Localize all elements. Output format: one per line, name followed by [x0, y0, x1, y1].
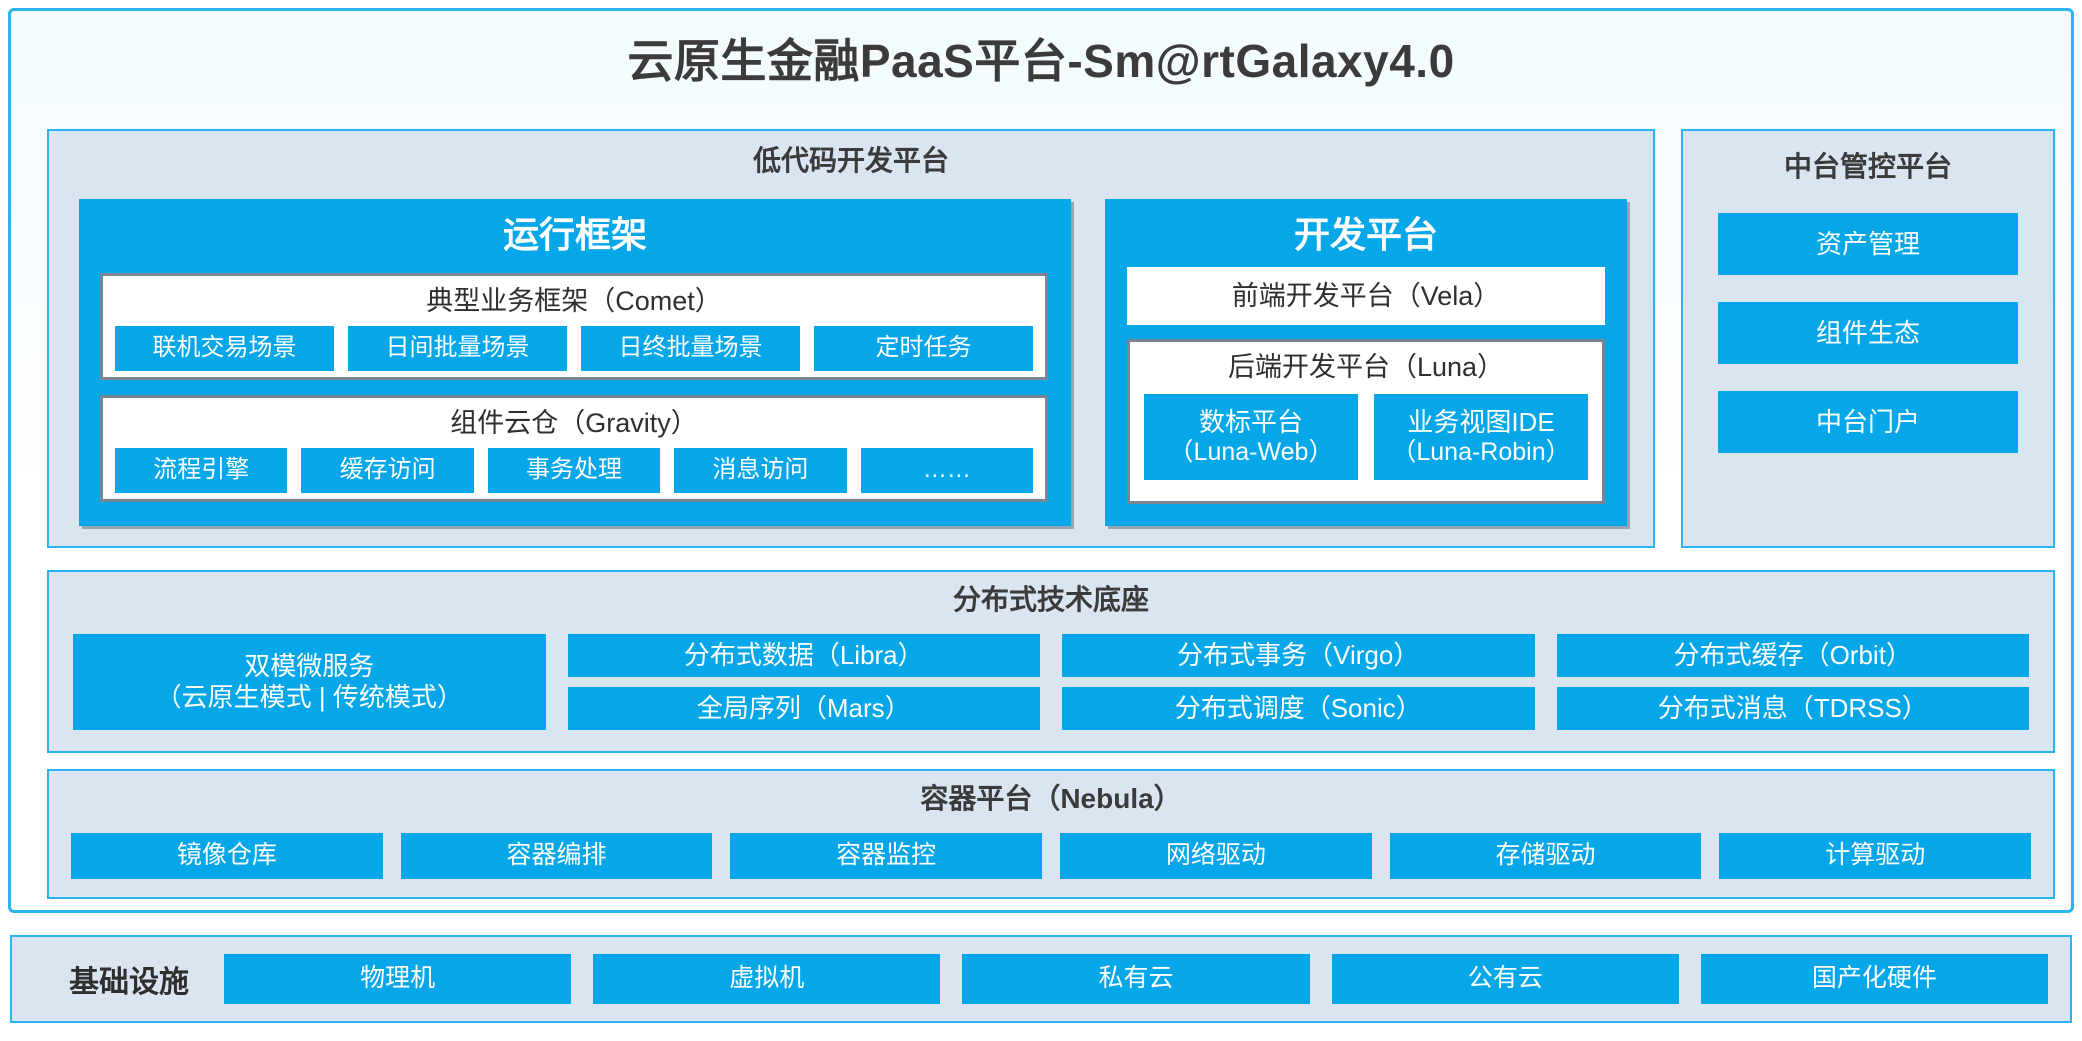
container-items: 镜像仓库 容器编排 容器监控 网络驱动 存储驱动 计算驱动 — [71, 833, 2032, 879]
luna-item-web[interactable]: 数标平台 （Luna-Web） — [1144, 394, 1358, 480]
luna-item-web-line2: （Luna-Web） — [1168, 437, 1334, 466]
runtime-framework-block: 运行框架 典型业务框架（Comet） 联机交易场景 日间批量场景 日终批量场景 … — [79, 199, 1071, 526]
midoffice-item-component[interactable]: 组件生态 — [1718, 302, 2018, 364]
tech-item-orbit[interactable]: 分布式缓存（Orbit） — [1556, 634, 2029, 677]
lowcode-platform-panel: 低代码开发平台 运行框架 典型业务框架（Comet） 联机交易场景 日间批量场景… — [47, 129, 1655, 548]
container-item-orchestration[interactable]: 容器编排 — [400, 833, 713, 879]
tech-item-microservice-line2: （云原生模式 | 传统模式） — [155, 682, 463, 712]
comet-title: 典型业务框架（Comet） — [426, 286, 722, 316]
container-item-network-driver[interactable]: 网络驱动 — [1060, 833, 1372, 879]
platform-card: 云原生金融PaaS平台-Sm@rtGalaxy4.0 低代码开发平台 运行框架 … — [8, 8, 2074, 913]
luna-item-robin-line1: 业务视图IDE — [1407, 406, 1555, 437]
infrastructure-label: 基础设施 — [69, 966, 189, 999]
tech-column-3: 分布式缓存（Orbit） 分布式消息（TDRSS） — [1556, 634, 2029, 730]
midoffice-items: 资产管理 组件生态 中台门户 — [1718, 213, 2018, 453]
gravity-item-more[interactable]: …… — [860, 448, 1034, 493]
container-platform-panel: 容器平台（Nebula） 镜像仓库 容器编排 容器监控 网络驱动 存储驱动 计算… — [47, 769, 2055, 899]
comet-item[interactable]: 日终批量场景 — [581, 326, 800, 371]
gravity-item[interactable]: 缓存访问 — [301, 448, 474, 493]
comet-box: 典型业务框架（Comet） 联机交易场景 日间批量场景 日终批量场景 定时任务 — [100, 273, 1048, 380]
development-platform-block: 开发平台 前端开发平台（Vela） 后端开发平台（Luna） 数标平台 （Lun… — [1105, 199, 1627, 526]
container-item-compute-driver[interactable]: 计算驱动 — [1719, 833, 2032, 879]
luna-item-robin[interactable]: 业务视图IDE （Luna-Robin） — [1374, 394, 1588, 480]
vela-title: 前端开发平台（Vela） — [1231, 280, 1501, 311]
midoffice-platform-panel: 中台管控平台 资产管理 组件生态 中台门户 — [1681, 129, 2055, 548]
container-item-monitoring[interactable]: 容器监控 — [730, 833, 1043, 879]
tech-item-sonic[interactable]: 分布式调度（Sonic） — [1062, 687, 1535, 730]
luna-title: 后端开发平台（Luna） — [1227, 352, 1505, 382]
luna-item-web-line1: 数标平台 — [1198, 406, 1303, 437]
midoffice-platform-title: 中台管控平台 — [1783, 151, 1952, 182]
midoffice-item-portal[interactable]: 中台门户 — [1718, 391, 2018, 453]
comet-item[interactable]: 日间批量场景 — [348, 326, 567, 371]
comet-item[interactable]: 联机交易场景 — [115, 326, 334, 371]
infra-item-private-cloud[interactable]: 私有云 — [962, 954, 1310, 1004]
lowcode-platform-title: 低代码开发平台 — [752, 145, 949, 176]
infra-item-domestic-hardware[interactable]: 国产化硬件 — [1700, 954, 2049, 1004]
tech-item-microservice-line1: 双模微服务 — [244, 651, 375, 682]
tech-item-libra[interactable]: 分布式数据（Libra） — [567, 634, 1040, 677]
runtime-framework-title: 运行框架 — [502, 214, 647, 255]
comet-items: 联机交易场景 日间批量场景 日终批量场景 定时任务 — [115, 326, 1033, 371]
luna-item-robin-line2: （Luna-Robin） — [1391, 437, 1571, 466]
distributed-tech-panel: 分布式技术底座 双模微服务 （云原生模式 | 传统模式） 分布式数据（Libra… — [47, 570, 2055, 753]
midoffice-item-asset[interactable]: 资产管理 — [1718, 213, 2018, 275]
container-platform-title: 容器平台（Nebula） — [920, 783, 1182, 814]
infra-item-physical[interactable]: 物理机 — [224, 954, 572, 1004]
gravity-item[interactable]: 消息访问 — [674, 448, 847, 493]
gravity-box: 组件云仓（Gravity） 流程引擎 缓存访问 事务处理 消息访问 …… — [100, 395, 1048, 502]
vela-box[interactable]: 前端开发平台（Vela） — [1127, 267, 1605, 325]
gravity-item[interactable]: 流程引擎 — [115, 448, 288, 493]
container-item-registry[interactable]: 镜像仓库 — [71, 833, 383, 879]
gravity-item[interactable]: 事务处理 — [487, 448, 661, 493]
distributed-tech-title: 分布式技术底座 — [952, 584, 1149, 615]
tech-column-1: 分布式数据（Libra） 全局序列（Mars） — [567, 634, 1040, 730]
infra-item-virtual[interactable]: 虚拟机 — [593, 954, 941, 1004]
development-platform-title: 开发平台 — [1293, 214, 1438, 255]
tech-item-microservice[interactable]: 双模微服务 （云原生模式 | 传统模式） — [73, 634, 546, 730]
distributed-tech-grid: 双模微服务 （云原生模式 | 传统模式） 分布式数据（Libra） 全局序列（M… — [73, 634, 2029, 730]
luna-items: 数标平台 （Luna-Web） 业务视图IDE （Luna-Robin） — [1144, 394, 1588, 480]
comet-item[interactable]: 定时任务 — [814, 326, 1033, 371]
tech-column-2: 分布式事务（Virgo） 分布式调度（Sonic） — [1062, 634, 1535, 730]
tech-column-microservice: 双模微服务 （云原生模式 | 传统模式） — [73, 634, 546, 730]
tech-item-virgo[interactable]: 分布式事务（Virgo） — [1062, 634, 1535, 677]
page-title: 云原生金融PaaS平台-Sm@rtGalaxy4.0 — [627, 35, 1455, 87]
container-item-storage-driver[interactable]: 存储驱动 — [1389, 833, 1702, 879]
gravity-items: 流程引擎 缓存访问 事务处理 消息访问 …… — [115, 448, 1034, 493]
infrastructure-items: 物理机 虚拟机 私有云 公有云 国产化硬件 — [224, 954, 2049, 1004]
infra-item-public-cloud[interactable]: 公有云 — [1331, 954, 1679, 1004]
tech-item-tdrss[interactable]: 分布式消息（TDRSS） — [1556, 687, 2029, 730]
tech-item-mars[interactable]: 全局序列（Mars） — [567, 687, 1040, 730]
gravity-title: 组件云仓（Gravity） — [450, 408, 698, 438]
infrastructure-panel: 基础设施 物理机 虚拟机 私有云 公有云 国产化硬件 — [10, 935, 2072, 1023]
luna-box: 后端开发平台（Luna） 数标平台 （Luna-Web） 业务视图IDE （Lu… — [1127, 339, 1605, 504]
